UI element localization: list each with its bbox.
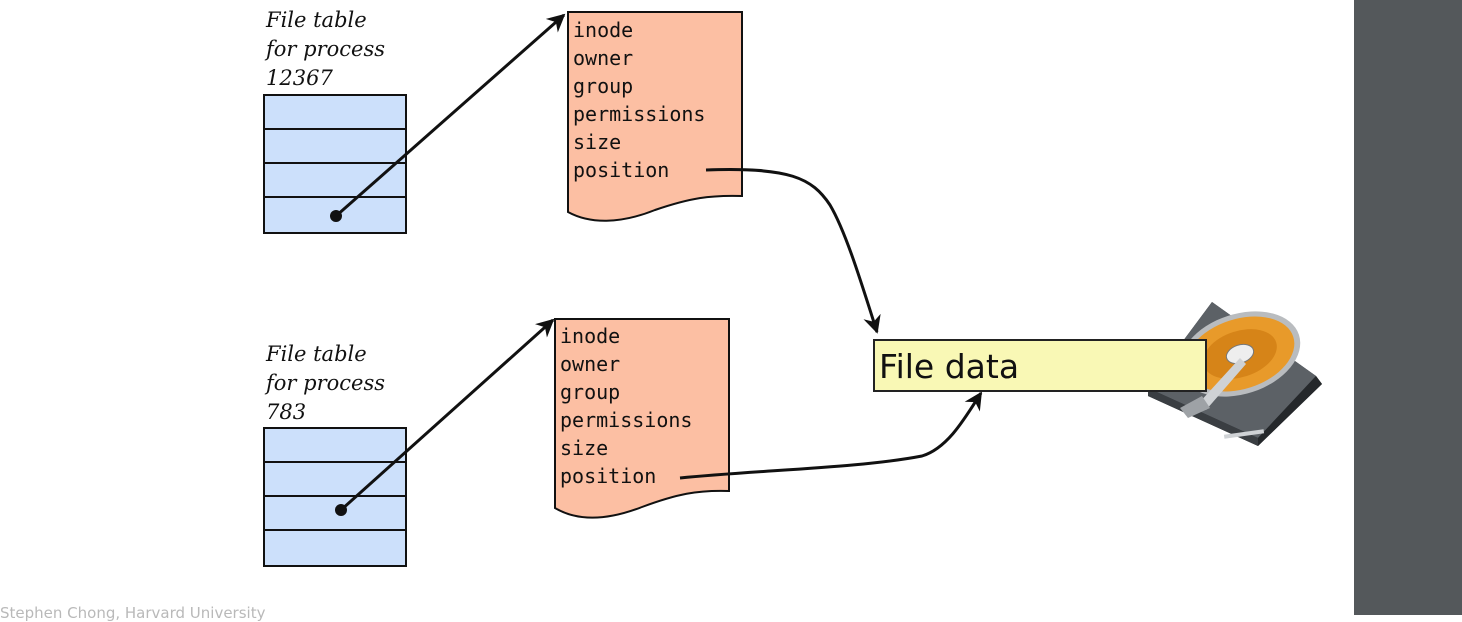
position-arrow-1	[705, 168, 881, 334]
file-table-slot	[265, 96, 405, 130]
open-file-entry-1: inode owner group permissions size posit…	[568, 12, 705, 184]
field-size: size	[573, 130, 622, 154]
file-table-slot	[265, 463, 405, 497]
field-group: group	[560, 380, 621, 404]
field-group: group	[573, 74, 634, 98]
field-position: position	[560, 464, 657, 488]
file-table-slot	[265, 497, 405, 531]
field-inode: inode	[560, 324, 621, 348]
file-table-slot	[265, 130, 405, 164]
file-table-12367	[263, 94, 407, 234]
field-inode: inode	[573, 18, 634, 42]
file-data-box: File data	[873, 339, 1207, 392]
field-position: position	[573, 158, 670, 182]
file-table-label-12367: File table for process 12367	[266, 6, 436, 93]
field-permissions: permissions	[573, 102, 706, 126]
hard-drive-icon	[1148, 302, 1322, 446]
file-table-slot	[265, 429, 405, 463]
label-line: 12367	[266, 66, 333, 90]
open-file-entry-1-shape	[567, 11, 743, 222]
label-line: 783	[266, 400, 307, 424]
field-permissions: permissions	[560, 408, 693, 432]
side-panel	[1354, 0, 1462, 615]
label-line: File table	[266, 342, 367, 366]
file-table-783	[263, 427, 407, 567]
label-line: for process	[266, 371, 385, 395]
file-table-slot	[265, 164, 405, 198]
open-file-entry-2-shape	[554, 318, 730, 519]
label-line: for process	[266, 37, 385, 61]
label-line: File table	[266, 8, 367, 32]
field-owner: owner	[560, 352, 621, 376]
open-file-entry-2: inode owner group permissions size posit…	[555, 318, 692, 490]
pointer-arrow-12367	[335, 13, 566, 218]
pointer-arrow-783	[339, 318, 555, 512]
field-owner: owner	[573, 46, 634, 70]
field-size: size	[560, 436, 609, 460]
position-arrow-2	[679, 391, 983, 480]
file-table-label-783: File table for process 783	[266, 340, 436, 427]
